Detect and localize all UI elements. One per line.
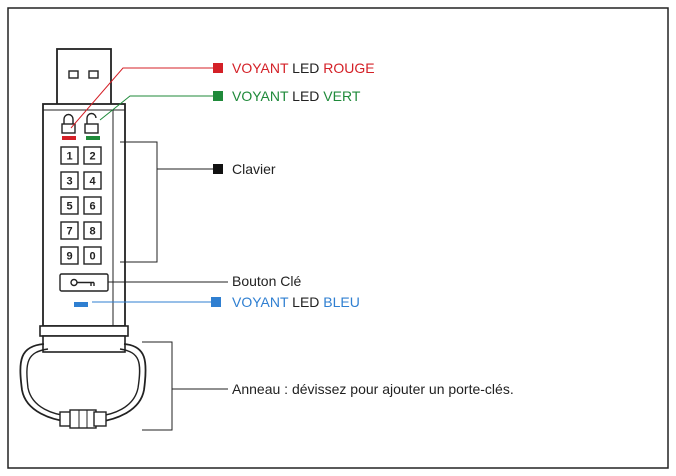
- keypad-key-9[interactable]: 9: [60, 246, 79, 265]
- callout-blue-led: VOYANT LED BLEU: [92, 294, 360, 310]
- keypad-key-box: [60, 221, 79, 240]
- key-icon: [70, 278, 95, 287]
- keypad-key-2[interactable]: 2: [83, 146, 102, 165]
- keypad-key-box: [83, 246, 102, 265]
- callout-key-button: Bouton Clé: [108, 273, 301, 289]
- blue-led-label: VOYANT LED BLEU: [232, 294, 360, 310]
- keypad-key-label: 6: [89, 201, 95, 213]
- keypad-key-box: [83, 196, 102, 215]
- key-button-label: Bouton Clé: [232, 273, 301, 289]
- keypad-key-box: [60, 171, 79, 190]
- keypad-key-6[interactable]: 6: [83, 196, 102, 215]
- keypad-key-box: [83, 171, 102, 190]
- blue-led: [74, 302, 88, 307]
- green-led-label: VOYANT LED VERT: [232, 88, 361, 104]
- keypad-key-label: 3: [66, 176, 72, 188]
- keypad-key-5[interactable]: 5: [60, 196, 79, 215]
- end-cap: [39, 325, 129, 353]
- keypad-key-box: [83, 146, 102, 165]
- keypad-key-8[interactable]: 8: [83, 221, 102, 240]
- keypad-key-label: 4: [89, 176, 96, 188]
- drive-body: [42, 103, 126, 327]
- ring-label: Anneau : dévissez pour ajouter un porte-…: [232, 381, 514, 397]
- keypad-key-label: 2: [89, 151, 95, 163]
- callout-ring: Anneau : dévissez pour ajouter un porte-…: [142, 341, 514, 431]
- green-led: [86, 136, 100, 140]
- keypad-key-box: [83, 221, 102, 240]
- red-led: [62, 136, 76, 140]
- callout-red-led: VOYANT LED ROUGE: [70, 60, 375, 129]
- keypad-key-label: 5: [66, 201, 72, 213]
- keypad-key-1[interactable]: 1: [60, 146, 79, 165]
- lock-closed-icon: [61, 113, 76, 134]
- callout-green-led: VOYANT LED VERT: [99, 88, 361, 121]
- keypad-key-4[interactable]: 4: [83, 171, 102, 190]
- keypad-key-box: [60, 196, 79, 215]
- keypad-key-label: 8: [89, 226, 95, 238]
- keyboard-label: Clavier: [232, 161, 276, 177]
- keypad-key-label: 1: [66, 151, 72, 163]
- keypad-key-label: 7: [66, 226, 72, 238]
- key-ring: [19, 343, 147, 429]
- keypad-key-7[interactable]: 7: [60, 221, 79, 240]
- keypad-key-box: [60, 146, 79, 165]
- keypad-key-box: [60, 246, 79, 265]
- keypad-key-3[interactable]: 3: [60, 171, 79, 190]
- keypad-key-label: 9: [66, 251, 72, 263]
- lock-open-icon: [84, 112, 99, 134]
- usb-connector: [56, 48, 112, 106]
- key-button[interactable]: [59, 273, 109, 292]
- keypad-key-0[interactable]: 0: [83, 246, 102, 265]
- callout-keyboard: Clavier: [120, 141, 276, 263]
- red-led-label: VOYANT LED ROUGE: [232, 60, 375, 76]
- keypad: 1 2 3 4 5 6 7 8 9 0: [60, 146, 102, 265]
- keypad-key-label: 0: [89, 251, 95, 263]
